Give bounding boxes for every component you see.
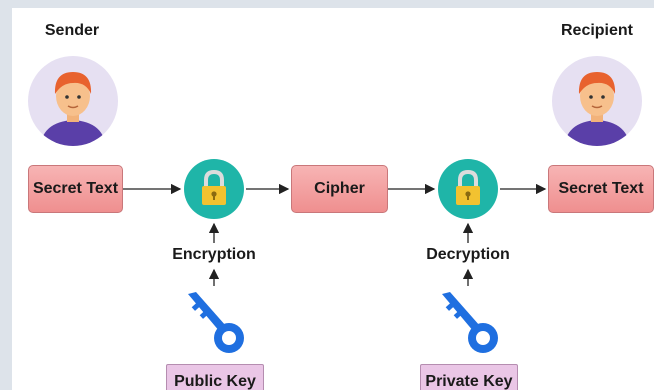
encryption-label: Encryption <box>172 246 256 263</box>
recipient-label: Recipient <box>560 22 633 39</box>
secret-text-input-box: Secret Text <box>28 165 123 213</box>
encryption-lock-icon <box>184 159 244 219</box>
sender-avatar-icon <box>28 56 118 146</box>
decryption-label: Decryption <box>426 246 510 263</box>
private-key-label: Private Key <box>420 364 518 390</box>
connector-layer <box>123 183 547 286</box>
cipher-box: Cipher <box>291 165 388 213</box>
recipient-avatar-icon <box>552 56 642 146</box>
public-key-label: Public Key <box>166 364 264 390</box>
private-key-icon <box>442 292 498 353</box>
diagram-canvas: Sender Recipient <box>12 8 654 390</box>
public-key-icon <box>188 292 244 353</box>
secret-text-output-box: Secret Text <box>548 165 654 213</box>
sender-label: Sender <box>44 22 100 39</box>
decryption-lock-icon <box>438 159 498 219</box>
